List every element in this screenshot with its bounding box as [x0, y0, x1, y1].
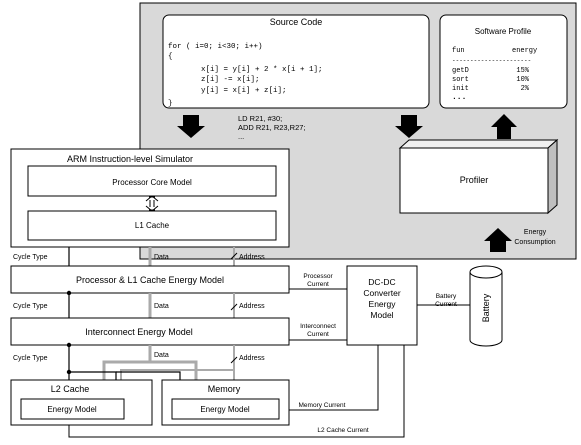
data-bus-branch: [150, 360, 198, 380]
dcdc-label: Model: [370, 310, 393, 320]
l2-current-wire: [68, 345, 405, 438]
cycle-type-label: Cycle Type: [13, 355, 48, 362]
profile-header-energy: energy: [512, 47, 537, 55]
battery-current-label: Battery: [436, 293, 457, 300]
profile-ellipsis: ...: [452, 93, 466, 102]
processor-energy-model-box: [10, 265, 290, 294]
processor-core-model-label: Processor Core Model: [112, 178, 192, 187]
code-line: {: [168, 53, 173, 61]
data-label: Data: [154, 352, 169, 359]
data-label: Data: [154, 254, 169, 261]
energy-consumption-label: Energy: [524, 229, 547, 236]
data-label: Data: [154, 303, 169, 310]
memory-box: Memory Energy Model: [161, 379, 290, 426]
energy-consumption-label: Consumption: [514, 239, 555, 246]
junction-dot: [66, 342, 72, 348]
l1-cache-label: L1 Cache: [135, 221, 170, 230]
data-bus-branch: [102, 360, 150, 380]
memory-title: Memory: [208, 384, 241, 394]
dcdc-converter-box: DC-DC Converter Energy Model: [346, 265, 418, 346]
software-profile-title: Software Profile: [475, 27, 532, 36]
code-line: x[i] = y[i] + 2 * x[i + 1];: [201, 66, 323, 74]
l2-cache-box: L2 Cache Energy Model: [10, 379, 153, 426]
asm-line: ...: [238, 132, 244, 141]
cycle-type-branch: [69, 371, 117, 380]
battery-label: Battery: [481, 293, 491, 322]
cycle-type-label: Cycle Type: [13, 254, 48, 261]
bidirectional-arrow-icon: [145, 195, 159, 212]
processor-current-label: Processor: [303, 273, 333, 280]
l2-cache-title: L2 Cache: [51, 384, 90, 394]
profile-energy: 10%: [516, 76, 529, 84]
memory-current-wire: [289, 345, 379, 411]
memory-energy-model-label: Energy Model: [200, 405, 250, 414]
source-code-box: Source Code for ( i=0; i<30; i++) { x[i]…: [162, 14, 430, 109]
code-line: z[i] -= x[i];: [201, 76, 260, 84]
interconnect-energy-model-box: [10, 317, 290, 346]
address-label: Address: [239, 254, 265, 261]
software-profile-box: Software Profile fun energy ------------…: [439, 14, 568, 109]
dcdc-label: Energy: [369, 299, 397, 309]
interconnect-current-label: Current: [307, 331, 329, 338]
source-code-title: Source Code: [270, 17, 323, 27]
address-label: Address: [239, 355, 265, 362]
profiler-label: Profiler: [460, 175, 489, 185]
up-arrow-icon: [484, 228, 512, 252]
memory-current-label: Memory Current: [299, 402, 346, 409]
code-line: for ( i=0; i<30; i++): [168, 43, 263, 51]
asm-line: LD R21, #30;: [238, 114, 282, 123]
code-line: }: [168, 100, 173, 108]
simulator-title: ARM Instruction-level Simulator: [67, 154, 193, 164]
profile-separator: ----------------------: [452, 57, 531, 64]
profile-energy: 15%: [516, 67, 529, 75]
down-arrow-icon: [395, 115, 423, 138]
profile-fun: init: [452, 85, 469, 93]
battery-current-label: Current: [435, 301, 457, 308]
l2-energy-model-label: Energy Model: [47, 405, 97, 414]
arm-simulator-box: ARM Instruction-level Simulator Processo…: [10, 148, 290, 248]
processor-current-label: Current: [307, 281, 329, 288]
junction-dot: [66, 290, 72, 296]
profile-fun: sort: [452, 76, 469, 84]
address-label: Address: [239, 303, 265, 310]
interconnect-energy-model-label: Interconnect Energy Model: [85, 327, 193, 337]
profile-energy: 2%: [521, 85, 530, 93]
code-line: y[i] = x[i] + z[i];: [201, 87, 287, 95]
down-arrow-icon: [177, 115, 205, 138]
dcdc-label: DC-DC: [368, 277, 395, 287]
address-bus-branch: [120, 369, 234, 380]
interconnect-current-label: Interconnect: [300, 323, 336, 330]
profile-header-fun: fun: [452, 47, 465, 55]
profiler-box: Profiler: [398, 138, 559, 215]
up-arrow-icon: [491, 114, 517, 139]
cycle-type-label: Cycle Type: [13, 303, 48, 310]
battery-icon: Battery: [469, 265, 503, 347]
l2-current-label: L2 Cache Current: [317, 427, 368, 434]
asm-line: ADD R21, R23,R27;: [238, 123, 306, 132]
dcdc-label: Converter: [363, 288, 400, 298]
profile-fun: getD: [452, 67, 469, 75]
junction-dot: [66, 369, 72, 375]
processor-energy-model-label: Processor & L1 Cache Energy Model: [76, 275, 224, 285]
